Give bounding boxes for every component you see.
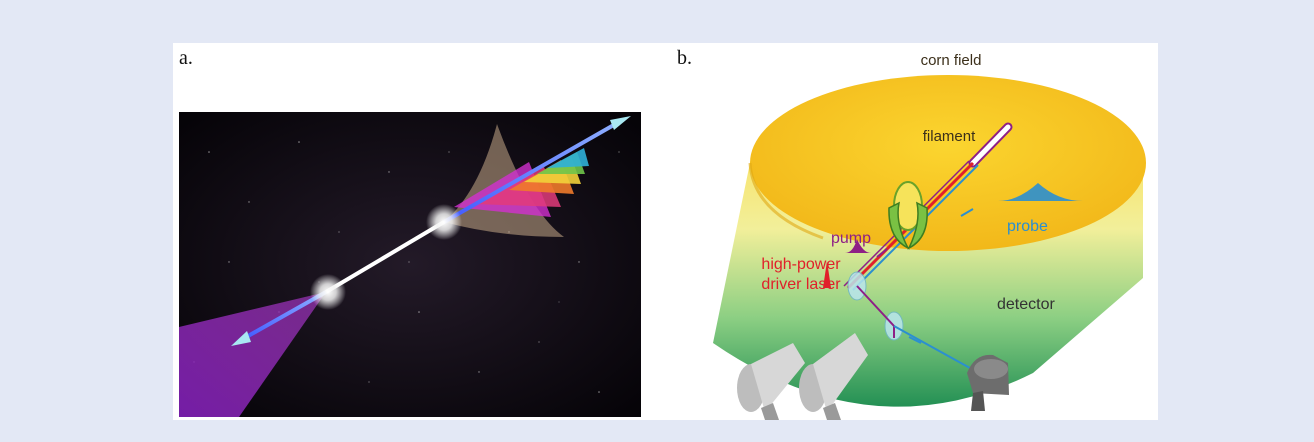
corn-field-label: corn field	[921, 52, 982, 69]
panel-a-filament-illustration	[179, 112, 641, 417]
pump-arrow	[876, 248, 888, 258]
detector-icon	[967, 354, 1009, 411]
pump-label: pump	[831, 230, 871, 247]
driver-laser-device-1	[737, 343, 805, 420]
driver-pulse	[823, 261, 831, 288]
arrow-lower-left-icon	[231, 331, 251, 346]
return-arrow	[908, 336, 922, 344]
probe-arrow	[960, 208, 974, 217]
arrow-upper-right-icon	[610, 116, 631, 130]
beam-upper	[443, 120, 620, 224]
filament-core	[970, 124, 1011, 166]
probe-label: probe	[1007, 218, 1048, 235]
probe-pulse	[998, 183, 1083, 201]
filament-line	[324, 220, 446, 294]
panel-b-label: b.	[677, 47, 692, 69]
glow-spot-upper	[426, 204, 462, 240]
driver-laser-label-line1: high-power	[761, 256, 841, 273]
filament-label: filament	[923, 128, 976, 145]
detector-label: detector	[997, 296, 1055, 313]
driver-laser-label-line2: driver laser	[761, 276, 841, 293]
figure: a. b.	[173, 43, 1158, 420]
corn-field-disk-rim	[748, 162, 824, 240]
pump-pulse	[845, 239, 871, 253]
glow-spot-lower	[310, 274, 346, 310]
purple-cone	[179, 292, 326, 417]
beam-lower	[240, 290, 327, 342]
driver-laser-device-2	[799, 333, 868, 420]
corn-icon	[888, 181, 928, 250]
panel-a-label: a.	[179, 47, 193, 69]
panel-b-remote-sensing-diagram: corn field filament probe pump high-powe…	[713, 52, 1146, 420]
corn-field-disk	[750, 75, 1146, 251]
